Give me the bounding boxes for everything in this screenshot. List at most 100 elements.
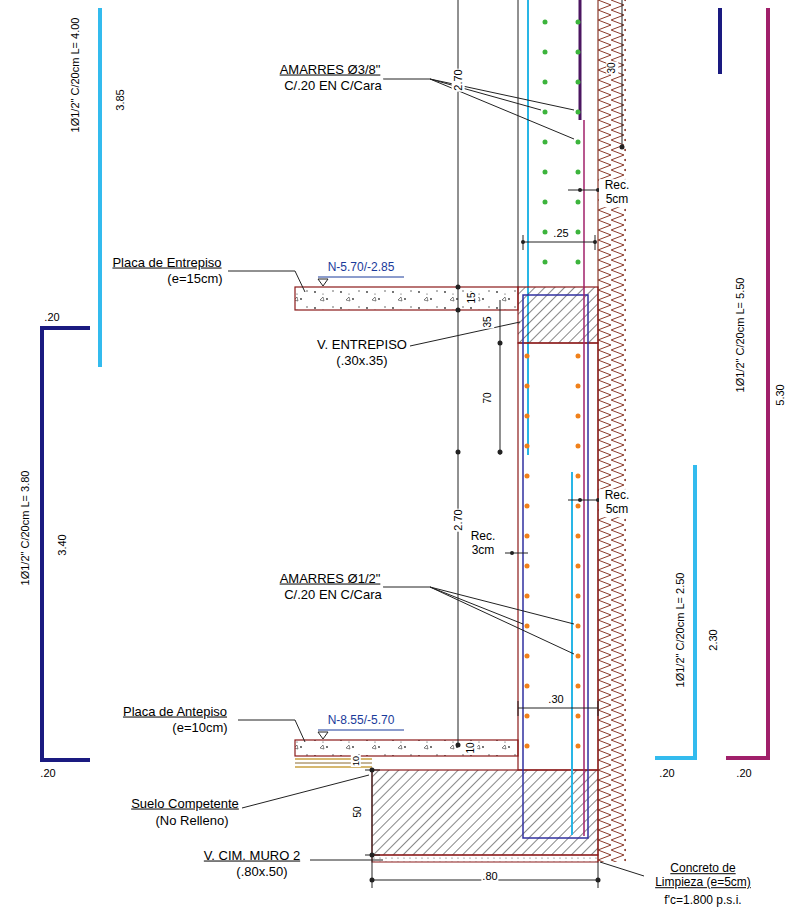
callout-text: Rec. 5cm (599, 489, 635, 517)
upper-wall (579, 0, 582, 120)
beam-section (372, 287, 598, 862)
leader-line (410, 322, 520, 346)
rebar-bar (42, 10, 768, 760)
rebar-dots (576, 414, 581, 419)
callout-text: Placa de Entrepiso (111, 256, 222, 271)
rebar-dots (525, 354, 530, 359)
callout-text: .20 (43, 311, 60, 324)
rebar-dots (576, 354, 581, 359)
rebar-dots (525, 744, 530, 749)
callout-text: f'c=1.800 p.s.i. (663, 894, 742, 908)
leader-line (600, 862, 644, 876)
callout-text: AMARRES Ø1/2" (279, 572, 382, 587)
rebar-dots (576, 594, 581, 599)
leader-line (383, 587, 430, 588)
callout-text: Placa de Antepiso (122, 705, 228, 720)
leader-line (430, 587, 523, 624)
dimension-text: 70 (482, 391, 494, 404)
rebar-dots (543, 200, 548, 205)
callout-text: C/.20 EN C/Cara (283, 588, 383, 603)
callout-text: Concreto de Limpieza (e=5cm) (646, 862, 760, 890)
rebar-dots (576, 474, 581, 479)
dimension-tick (596, 878, 601, 883)
rebar-bar (718, 10, 722, 72)
rebar-dots (525, 624, 530, 629)
rebar-dots (525, 594, 530, 599)
dimension-line (568, 190, 598, 191)
callout-text: (No Relleno) (155, 814, 230, 829)
dimension-line (598, 862, 599, 888)
rebar-dots (543, 20, 548, 25)
dimension-tick (510, 551, 514, 555)
dimension-tick (498, 341, 503, 346)
concrete-slab (295, 287, 518, 310)
dimension-tick (456, 450, 461, 455)
rebar-dots (525, 564, 530, 569)
dimension-tick (578, 188, 582, 192)
callout-text: (e=15cm) (166, 272, 223, 287)
dimension-tick (370, 853, 375, 858)
dimension-tick (456, 285, 461, 290)
callout-text: .25 (552, 227, 569, 240)
dimension-text: 10 (465, 741, 477, 754)
leader-line (383, 79, 430, 80)
dimension-text: 35 (482, 315, 494, 328)
rebar-dots (576, 80, 581, 85)
rebar-dots (576, 50, 581, 55)
lower-wall (523, 295, 588, 838)
callout-text: (.80x.50) (235, 865, 288, 880)
dimension-line (523, 242, 595, 243)
callout-text: V. CIM. MURO 2 (203, 849, 301, 864)
dimension-tick (456, 308, 461, 313)
lower-wall (518, 120, 598, 838)
rebar-dots (525, 384, 530, 389)
dimension-line (598, 701, 599, 716)
concrete-slab (295, 740, 518, 756)
callout-text: .20 (39, 767, 56, 780)
upper-wall (518, 0, 519, 287)
rebar-dots (576, 564, 581, 569)
rebar-dots (576, 140, 581, 145)
dimension-tick (521, 240, 525, 244)
rebar-dots (576, 230, 581, 235)
leader-line (242, 775, 369, 808)
beam-section (372, 770, 598, 855)
callout-text: N-8.55/-5.70 (327, 714, 396, 728)
soil-hatch (598, 0, 626, 862)
level-marker (318, 732, 328, 739)
rebar-dots (525, 414, 530, 419)
dimension-text: 2.30 (707, 628, 720, 651)
callout-text: .20 (735, 767, 752, 780)
dimension-text: 1Ø1/2" C/20cm L= 3.80 (19, 470, 32, 587)
dimension-tick (498, 450, 503, 455)
rebar-dots (525, 654, 530, 659)
rebar-dots (576, 110, 581, 115)
dimension-text: 10 (351, 755, 361, 767)
dimension-text: 1Ø1/2" C/20cm L= 2.50 (674, 572, 687, 689)
rebar-dots (576, 384, 581, 389)
rebar-dots (576, 534, 581, 539)
rebar-dots (576, 444, 581, 449)
rebar-bar (728, 10, 768, 758)
rebar-dots (576, 20, 581, 25)
upper-wall (518, 0, 580, 455)
leader-line (318, 277, 404, 278)
soil-hatch (598, 0, 626, 862)
leader-line (430, 587, 574, 654)
dimension-line (500, 300, 501, 455)
rebar-dots (543, 110, 548, 115)
dimension-tick (578, 498, 582, 502)
dimension-tick (370, 145, 625, 883)
rebar-dots (525, 474, 530, 479)
dimension-text: 1Ø1/2" C/20cm L= 4.00 (69, 17, 82, 134)
dimension-line (365, 0, 622, 888)
callout-text: Rec. 3cm (465, 530, 501, 558)
leader-line (228, 271, 305, 292)
dimension-text: 2.70 (452, 68, 465, 91)
dimension-text: 5.30 (774, 383, 787, 406)
rebar-dots (543, 140, 548, 145)
leader-line (228, 79, 644, 876)
dimension-tick (370, 878, 375, 883)
lower-wall (583, 120, 585, 836)
rebar-dots (576, 170, 581, 175)
